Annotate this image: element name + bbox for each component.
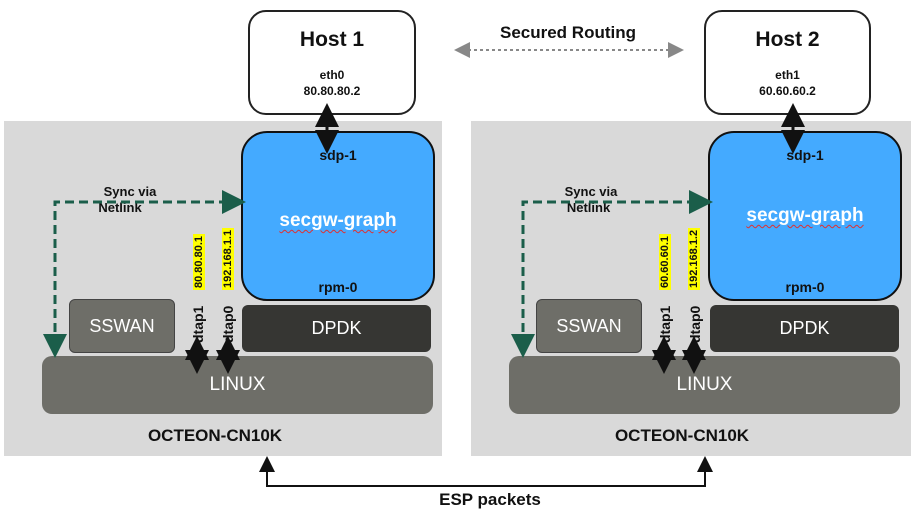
host2-interface-name: eth1 xyxy=(775,68,800,82)
left-dpdk-box: DPDK xyxy=(242,305,431,352)
right-board-label: OCTEON-CN10K xyxy=(614,426,750,445)
esp-packets-arrow xyxy=(259,456,713,487)
right-graph-title-text: secgw-graph xyxy=(746,205,864,226)
host2-box: Host 2 eth1 60.60.60.2 xyxy=(704,10,871,115)
host1-interface-ip: 80.80.80.2 xyxy=(303,84,361,98)
right-dpdk-box: DPDK xyxy=(710,305,899,352)
secured-routing-label: Secured Routing xyxy=(499,23,636,42)
host1-interface-name: eth0 xyxy=(319,68,345,82)
right-graph-title: secgw-graph xyxy=(710,205,900,227)
left-board-label: OCTEON-CN10K xyxy=(147,426,283,445)
right-secgw-graph-box: sdp-1 secgw-graph rpm-0 xyxy=(708,131,902,301)
host2-title: Host 2 xyxy=(755,28,820,51)
left-rpm-label: rpm-0 xyxy=(318,279,358,295)
right-sync-arrow xyxy=(511,190,713,358)
left-graph-title: secgw-graph xyxy=(243,210,433,232)
host2-interface-ip: 60.60.60.2 xyxy=(759,84,816,98)
left-graph-title-text: secgw-graph xyxy=(279,210,397,231)
left-sync-arrow xyxy=(43,190,246,358)
host1-box: Host 1 eth0 80.80.80.2 xyxy=(248,10,416,115)
esp-packets-label: ESP packets xyxy=(439,490,541,509)
right-rpm-label: rpm-0 xyxy=(785,279,825,295)
host1-title: Host 1 xyxy=(299,28,365,51)
